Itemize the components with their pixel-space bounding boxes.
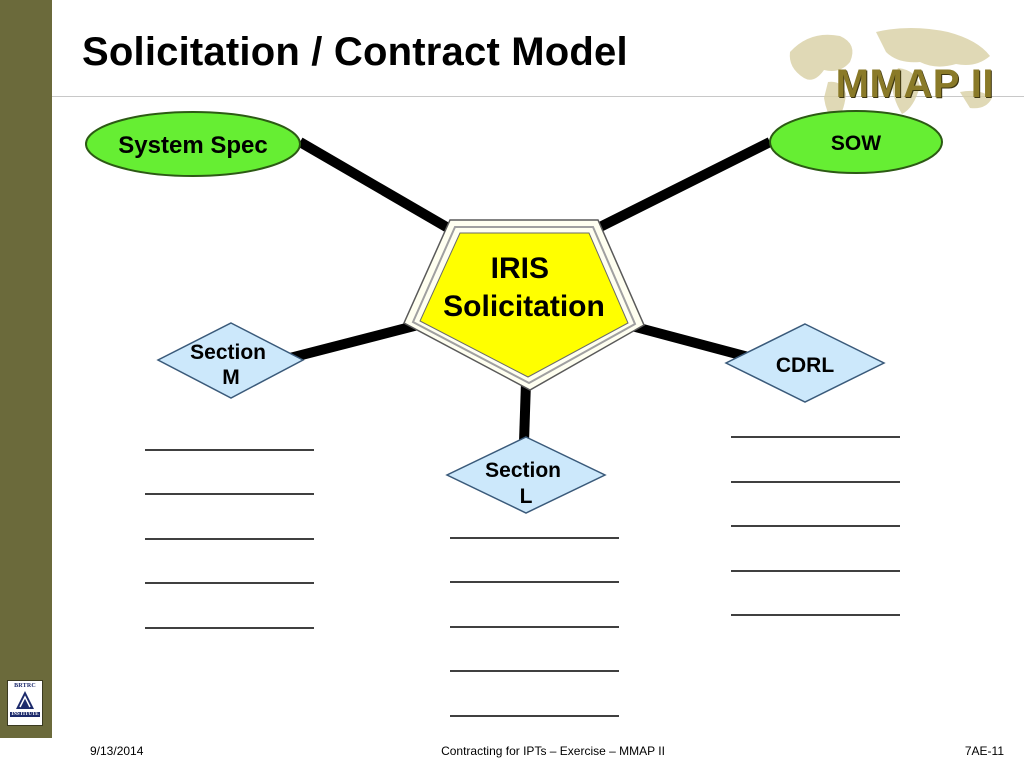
contract-model-diagram: IRIS Solicitation System Spec SOW Sectio… <box>85 110 943 717</box>
cdrl-label: CDRL <box>776 354 834 377</box>
mmap-logo: MMAP II <box>780 22 1012 132</box>
logo-top-text: BRTRC <box>14 683 36 689</box>
world-map-icon <box>789 28 992 124</box>
iris-solicitation-label: IRIS Solicitation <box>443 252 605 323</box>
footer-center: Contracting for IPTs – Exercise – MMAP I… <box>441 744 665 758</box>
brtrc-institute-logo: BRTRC INSTITUTE <box>7 680 43 726</box>
section-l-line-2: L <box>520 485 533 508</box>
iris-label-line-1: IRIS <box>491 252 549 285</box>
section-l-label: Section L <box>485 459 567 508</box>
logo-bottom-text: INSTITUTE <box>10 712 40 717</box>
connector-cdrl <box>626 320 754 363</box>
section-l-line-1: Section <box>485 459 561 482</box>
slide-title: Solicitation / Contract Model <box>82 30 628 74</box>
section-l-blank-lines <box>450 537 619 717</box>
cdrl-blank-lines <box>731 436 900 616</box>
connector-sow <box>587 137 773 237</box>
section-m-line-2: M <box>222 366 240 389</box>
section-m-blank-lines <box>145 449 314 629</box>
connector-system-spec <box>297 137 458 237</box>
title-divider <box>52 96 1024 97</box>
footer-page: 7AE-11 <box>964 744 1004 758</box>
institute-emblem-icon <box>16 691 34 709</box>
footer-date: 9/13/2014 <box>90 744 144 758</box>
mmap-logo-text: MMAP II <box>835 62 994 106</box>
iris-solicitation-node: IRIS Solicitation <box>403 219 645 391</box>
connector-lines <box>288 137 773 443</box>
section-m-label: Section M <box>190 341 272 389</box>
system-spec-label: System Spec <box>118 132 267 159</box>
section-m-node: Section M <box>156 322 305 399</box>
system-spec-node: System Spec <box>85 111 301 177</box>
cdrl-node: CDRL <box>724 323 886 403</box>
section-m-line-1: Section <box>190 341 266 364</box>
connector-section-m <box>288 320 420 363</box>
iris-label-line-2: Solicitation <box>443 290 605 323</box>
section-l-node: Section L <box>445 436 607 514</box>
connector-section-l <box>519 381 531 443</box>
sow-label: SOW <box>831 132 881 155</box>
sidebar: BRTRC INSTITUTE <box>0 0 52 738</box>
sow-node: SOW <box>769 110 943 174</box>
